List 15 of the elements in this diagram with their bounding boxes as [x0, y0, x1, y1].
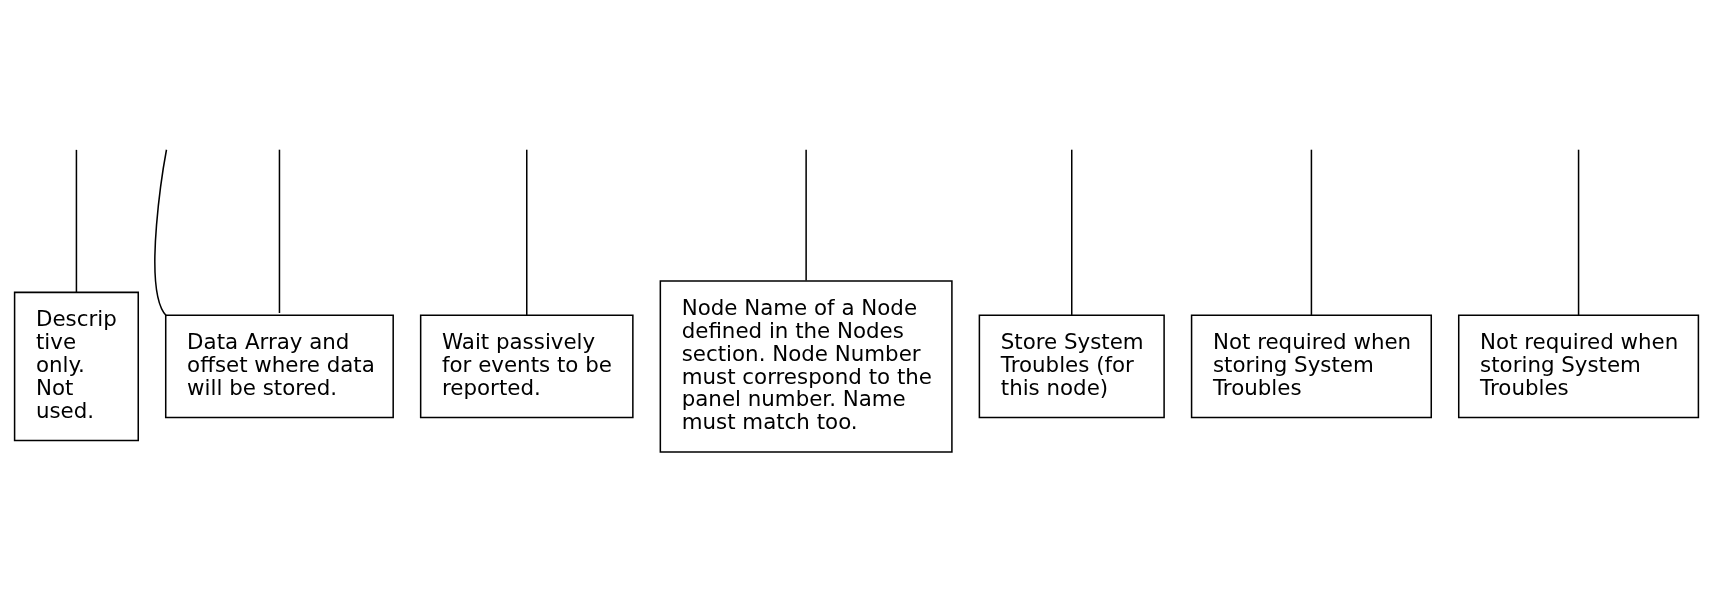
node-box: Descrip tive only. Not used. [13, 291, 139, 442]
connector [526, 148, 528, 316]
connector [1071, 148, 1073, 316]
node-box: Wait passively for events to be reported. [419, 314, 634, 419]
connector [278, 148, 281, 314]
node-box: Data Array and offset where data will be stored. [164, 314, 394, 419]
connector [805, 149, 807, 282]
node-box: Not required when storing System Troubles [1190, 314, 1432, 419]
node-box: Store System Troubles (for this node) [978, 314, 1165, 419]
connector [75, 149, 78, 293]
connector [1577, 148, 1580, 316]
connector [1310, 148, 1313, 316]
connector [154, 148, 168, 317]
node-box: Node Name of a Node defined in the Nodes section. Node Number must correspond to the panel number. Name must match too. [659, 280, 953, 453]
node-box: Not required when storing System Troubles [1457, 314, 1700, 419]
